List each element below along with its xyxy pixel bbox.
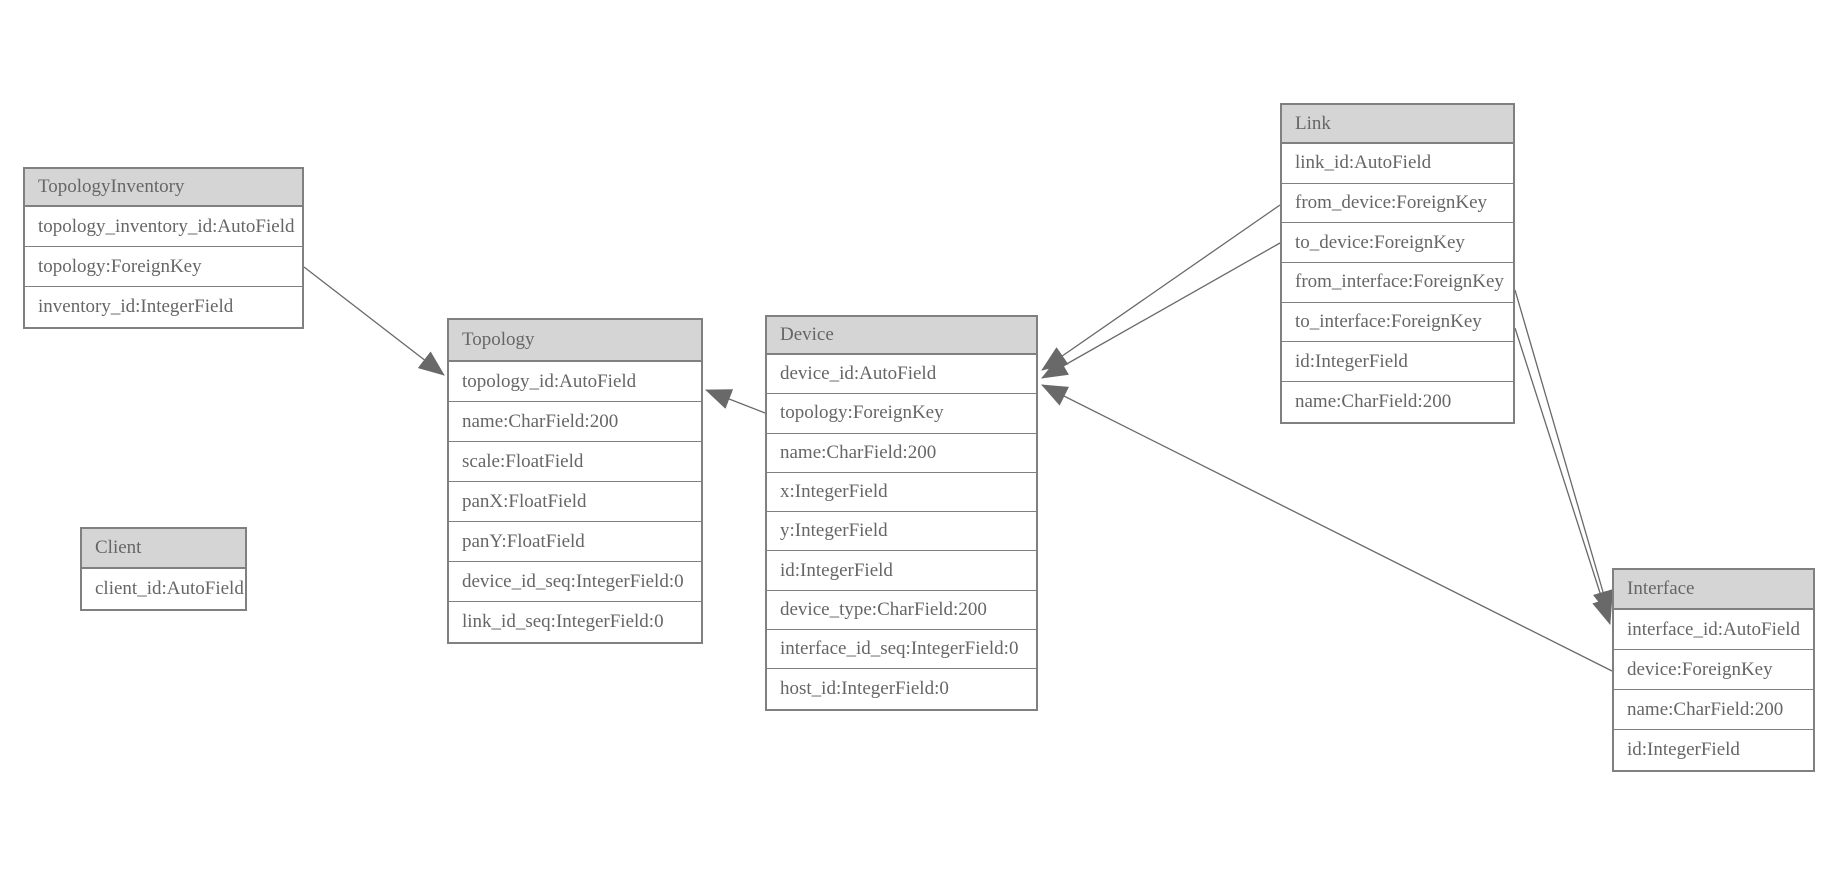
entity-field-row: link_id_seq:IntegerField:0 bbox=[449, 602, 701, 642]
entity-field-row: device_id_seq:IntegerField:0 bbox=[449, 562, 701, 602]
relationship-line-link-from_device-to-device bbox=[1041, 204, 1281, 371]
relationship-line-topologyinventory-to-topology bbox=[303, 266, 445, 376]
entity-field-row: host_id:IntegerField:0 bbox=[767, 669, 1036, 709]
entity-title-interface: Interface bbox=[1614, 570, 1813, 610]
entity-field-row: name:CharField:200 bbox=[1282, 382, 1513, 422]
entity-title-client: Client bbox=[82, 529, 245, 569]
entity-title-link: Link bbox=[1282, 105, 1513, 144]
entity-field-row: topology_id:AutoField bbox=[449, 362, 701, 402]
entity-title-topology-inventory: TopologyInventory bbox=[25, 169, 302, 207]
relationship-line-link-to_device-to-device bbox=[1041, 242, 1281, 379]
entity-field-row: y:IntegerField bbox=[767, 512, 1036, 552]
entity-field-row: to_interface:ForeignKey bbox=[1282, 302, 1513, 343]
entity-field-row: interface_id:AutoField bbox=[1614, 610, 1813, 650]
entity-field-row: to_device:ForeignKey bbox=[1282, 223, 1513, 264]
relationship-line-interface-to-device bbox=[1041, 384, 1613, 672]
entity-field-row: id:IntegerField bbox=[767, 551, 1036, 591]
entity-field-row: x:IntegerField bbox=[767, 472, 1036, 513]
entity-field-row: interface_id_seq:IntegerField:0 bbox=[767, 630, 1036, 670]
entity-field-row: panY:FloatField bbox=[449, 522, 701, 562]
entity-field-row: from_interface:ForeignKey bbox=[1282, 263, 1513, 303]
entity-field-row: client_id:AutoField bbox=[82, 569, 245, 609]
entity-field-row: topology:ForeignKey bbox=[25, 247, 302, 287]
entity-field-row: name:CharField:200 bbox=[1614, 690, 1813, 730]
entity-field-row: device_id:AutoField bbox=[767, 355, 1036, 395]
entity-title-topology: Topology bbox=[449, 320, 701, 362]
entity-field-row: from_device:ForeignKey bbox=[1282, 183, 1513, 224]
entity-field-row: device:ForeignKey bbox=[1614, 650, 1813, 690]
entity-field-row: topology_inventory_id:AutoField bbox=[25, 207, 302, 247]
entity-field-row: link_id:AutoField bbox=[1282, 144, 1513, 184]
entity-field-row: inventory_id:IntegerField bbox=[25, 287, 302, 327]
relationship-line-link-from_interface-to-interface bbox=[1514, 289, 1614, 617]
entity-title-device: Device bbox=[767, 317, 1036, 355]
entity-field-row: name:CharField:200 bbox=[767, 433, 1036, 473]
entity-field-row: id:IntegerField bbox=[1282, 342, 1513, 383]
entity-field-row: device_type:CharField:200 bbox=[767, 590, 1036, 631]
entity-field-row: id:IntegerField bbox=[1614, 730, 1813, 770]
entity-field-row: scale:FloatField bbox=[449, 442, 701, 482]
entity-field-row: topology:ForeignKey bbox=[767, 394, 1036, 434]
entity-field-row: name:CharField:200 bbox=[449, 402, 701, 442]
relationship-line-link-to_interface-to-interface bbox=[1514, 327, 1613, 625]
relationship-line-device-to-topology bbox=[705, 389, 766, 414]
entity-field-row: panX:FloatField bbox=[449, 482, 701, 522]
